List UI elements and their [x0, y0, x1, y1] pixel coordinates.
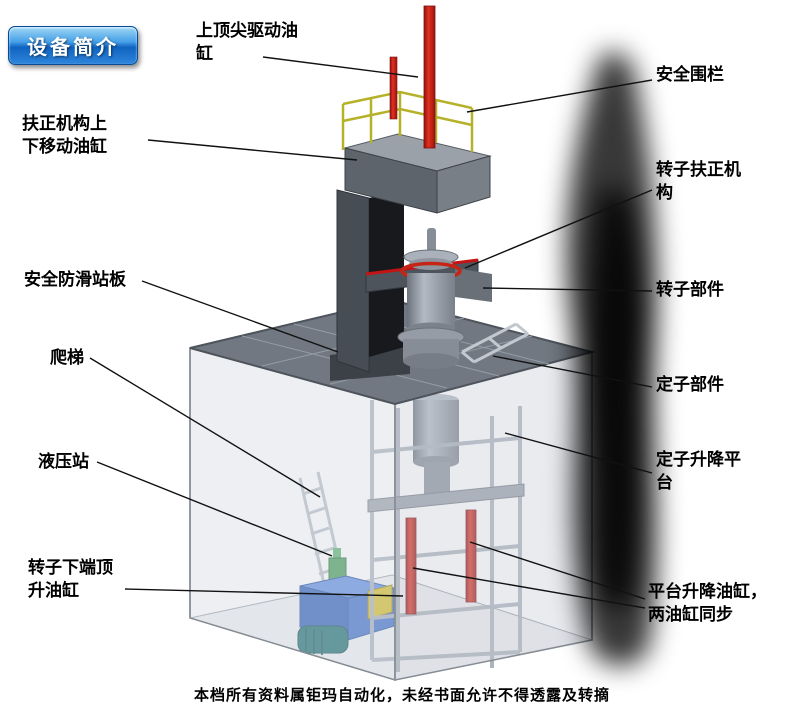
leader-stator-platform: [504, 432, 653, 474]
guide-frame: [461, 322, 529, 364]
leader-antislip-board: [141, 280, 339, 353]
platform-oil-cylinders: [405, 509, 477, 615]
leader-hydraulic-station: [96, 461, 333, 557]
enclosure-right-wall: [394, 351, 593, 681]
interior: [297, 394, 525, 672]
label-ladder: 爬梯: [50, 348, 84, 367]
leader-ladder: [89, 357, 321, 498]
label-rotor-jack: 转子下端顶升油缸: [28, 558, 113, 600]
label-top-drive-cylinder: 上顶尖驱动油缸: [196, 21, 298, 63]
label-stator-platform: 定子升降平台: [656, 450, 741, 492]
leader-rotor-jack: [124, 588, 404, 597]
label-hydraulic-station: 液压站: [38, 452, 89, 471]
label-centering-updown: 扶正机构上下移动油缸: [22, 114, 107, 156]
leader-top-cylinder: [262, 56, 419, 78]
rotor-assembly: [365, 228, 492, 369]
cast-shadow: [566, 51, 658, 667]
label-stator-part: 定子部件: [656, 375, 724, 394]
label-rotor-part: 转子部件: [656, 280, 724, 299]
lift-frame: [370, 400, 522, 672]
leader-safety-fence: [466, 79, 653, 113]
safety-railing: [341, 90, 474, 152]
label-antislip-board: 安全防滑站板: [24, 270, 126, 289]
top-drive-cylinder: [389, 5, 436, 149]
equipment-model: [89, 5, 658, 682]
leader-lines: [89, 56, 653, 609]
press-head: [344, 133, 492, 214]
title-badge: 设备简介: [8, 26, 138, 65]
label-safety-fence: 安全围栏: [656, 65, 724, 84]
label-platform-cylinders: 平台升降油缸，两油缸同步: [648, 582, 767, 624]
title-badge-label: 设备简介: [27, 37, 119, 59]
leader-centering-updown: [147, 139, 358, 161]
footer-copyright: 本档所有资料属钜玛自动化，未经书面允许不得透露及转摘: [193, 687, 610, 704]
enclosure-left-wall: [189, 347, 396, 682]
label-rotor-centering: 转子扶正机构: [656, 160, 741, 202]
leader-platform-cyl-a: [469, 541, 646, 600]
leader-rotor-part: [482, 287, 653, 292]
stator-lift-platform: [367, 483, 525, 513]
leader-platform-cyl-b: [412, 567, 646, 609]
leader-stator-part: [492, 355, 653, 388]
stator-assembly: [413, 394, 459, 500]
leader-rotor-centering: [464, 189, 653, 269]
